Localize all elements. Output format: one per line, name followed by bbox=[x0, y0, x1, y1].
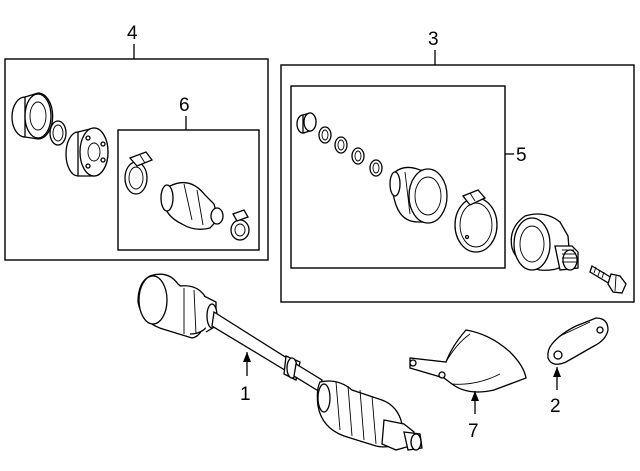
part-seal-rings bbox=[296, 112, 383, 177]
callout-1: 1 bbox=[240, 384, 251, 405]
shaft-inner-end bbox=[137, 273, 218, 339]
part-outer-boot-clamp bbox=[454, 189, 498, 253]
part-2-bracket: 2 bbox=[547, 317, 609, 417]
callout-6: 6 bbox=[179, 95, 190, 116]
arrow-7 bbox=[471, 391, 479, 401]
arrow-1 bbox=[243, 352, 251, 362]
part-inner-boot-seal bbox=[11, 92, 54, 140]
part-small-boot-clamp bbox=[230, 209, 250, 241]
part-inner-cv-joint bbox=[65, 127, 109, 177]
box-3-frame bbox=[280, 64, 635, 303]
shaft-bar bbox=[211, 310, 323, 394]
part-1-axle-shaft-assembly: 1 bbox=[137, 273, 423, 451]
part-cv-boot bbox=[160, 181, 224, 230]
group-5-boot-kit: 5 bbox=[290, 85, 527, 269]
shaft-outer-end bbox=[316, 380, 423, 451]
part-snap-ring bbox=[49, 120, 67, 146]
callout-5: 5 bbox=[516, 145, 527, 166]
callout-7: 7 bbox=[468, 421, 479, 442]
part-axle-bolt bbox=[589, 265, 627, 294]
box-4-frame bbox=[4, 58, 269, 261]
callout-4: 4 bbox=[127, 23, 138, 44]
callout-3: 3 bbox=[428, 29, 439, 50]
group-6-boot-kit: 6 bbox=[117, 95, 260, 251]
box-6-frame bbox=[117, 129, 260, 251]
box-5-frame bbox=[290, 85, 506, 269]
part-outer-cv-joint bbox=[510, 213, 579, 271]
callout-2: 2 bbox=[550, 396, 561, 417]
arrow-2 bbox=[553, 367, 561, 377]
part-outer-cv-boot bbox=[389, 166, 448, 224]
part-7-heat-shield: 7 bbox=[409, 329, 527, 442]
group-3-outer-joint-kit: 3 5 bbox=[280, 29, 635, 303]
part-large-boot-clamp bbox=[124, 151, 154, 195]
group-4-inner-joint-kit: 4 6 bbox=[4, 23, 269, 261]
